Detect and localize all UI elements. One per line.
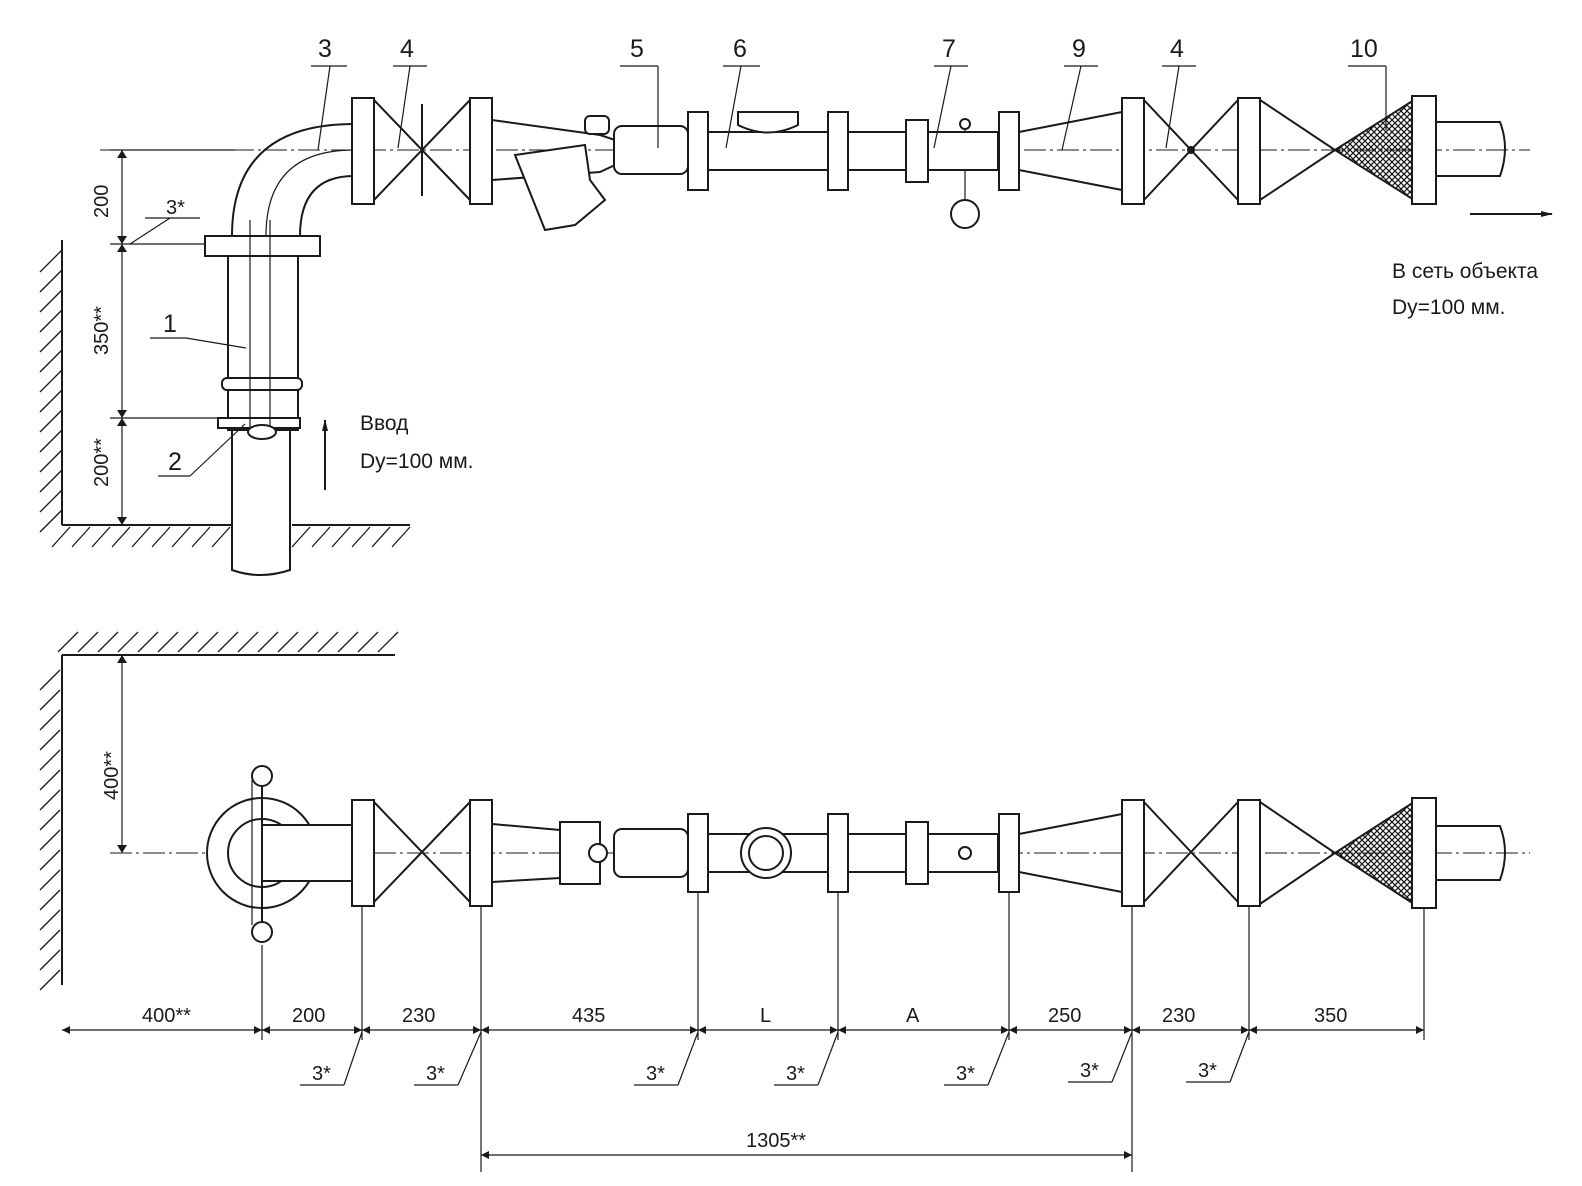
dim-400: 400** <box>142 1005 191 1027</box>
dim-side-200: 200 <box>91 185 113 218</box>
outlet-pipe <box>1436 121 1506 177</box>
reducer-9 <box>1018 111 1123 191</box>
mesh-filter-10 <box>1259 95 1437 205</box>
strainer-plan <box>491 821 689 885</box>
gate-valve-plan-1 <box>351 799 493 907</box>
inlet-size: Dy=100 мм. <box>360 450 474 473</box>
outlet-title: В сеть объекта <box>1392 260 1538 283</box>
dim-plan-400-vertical: 400** <box>101 751 123 800</box>
outlet-size: Dy=100 мм. <box>1392 296 1506 319</box>
dim-side-200b: 200** <box>91 438 113 487</box>
extension-lines <box>261 892 1425 1172</box>
elbow-plan <box>206 765 355 943</box>
weld-mark-3: 3* <box>646 1063 665 1085</box>
dim-230a: 230 <box>402 1005 435 1027</box>
weld-mark-2: 3* <box>426 1063 445 1085</box>
label-pos-7: 7 <box>942 35 956 63</box>
weld-side-top: 3* <box>166 197 185 219</box>
weld-mark-4: 3* <box>786 1063 805 1085</box>
wall-hatch-side <box>39 240 411 548</box>
label-pos-2: 2 <box>168 448 182 476</box>
spool-7 <box>847 111 1020 229</box>
label-pos-4b: 4 <box>1170 35 1184 63</box>
spool-plan <box>847 813 1020 893</box>
dimension-chain <box>62 1026 1424 1159</box>
plan-view: 400** 400** 200 230 435 L A 250 230 350 <box>39 631 1530 1172</box>
wall-hatch-plan <box>39 631 399 991</box>
dim-435: 435 <box>572 1005 605 1027</box>
weld-mark-1: 3* <box>312 1063 331 1085</box>
label-pos-9: 9 <box>1072 35 1086 63</box>
leaders-side <box>150 65 1387 477</box>
coupling-5 <box>613 125 689 175</box>
inlet-pipe <box>204 220 321 576</box>
inlet-title: Ввод <box>360 412 408 435</box>
dim-side-350: 350** <box>91 306 113 355</box>
label-pos-10: 10 <box>1350 35 1378 63</box>
water-meter <box>687 111 849 191</box>
dim-200: 200 <box>292 1005 325 1027</box>
side-view: 3 4 5 6 7 9 4 10 1 2 200 350** 200** 3* … <box>39 35 1553 576</box>
strainer <box>491 115 616 232</box>
label-pos-3: 3 <box>318 35 332 63</box>
weld-mark-7: 3* <box>1198 1060 1217 1082</box>
dim-total: 1305** <box>746 1130 806 1152</box>
dim-A: A <box>906 1005 920 1027</box>
mesh-filter-plan <box>1259 797 1506 909</box>
label-pos-1: 1 <box>163 310 177 338</box>
dim-230b: 230 <box>1162 1005 1195 1027</box>
weld-mark-5: 3* <box>956 1063 975 1085</box>
dim-250: 250 <box>1048 1005 1081 1027</box>
weld-leaders <box>300 1031 1250 1086</box>
dim-350: 350 <box>1314 1005 1347 1027</box>
gate-valve-1 <box>351 97 493 205</box>
plan-dim-vertical <box>117 655 127 853</box>
label-pos-4a: 4 <box>400 35 414 63</box>
elbow-3 <box>231 123 355 237</box>
reducer-plan <box>1018 813 1123 893</box>
label-pos-5: 5 <box>630 35 644 63</box>
weld-mark-6: 3* <box>1080 1060 1099 1082</box>
gate-valve-plan-2 <box>1121 799 1261 907</box>
dim-L: L <box>760 1005 771 1027</box>
gate-valve-2 <box>1121 97 1261 205</box>
side-dims <box>110 149 235 525</box>
water-meter-plan <box>687 813 849 893</box>
label-pos-6: 6 <box>733 35 747 63</box>
